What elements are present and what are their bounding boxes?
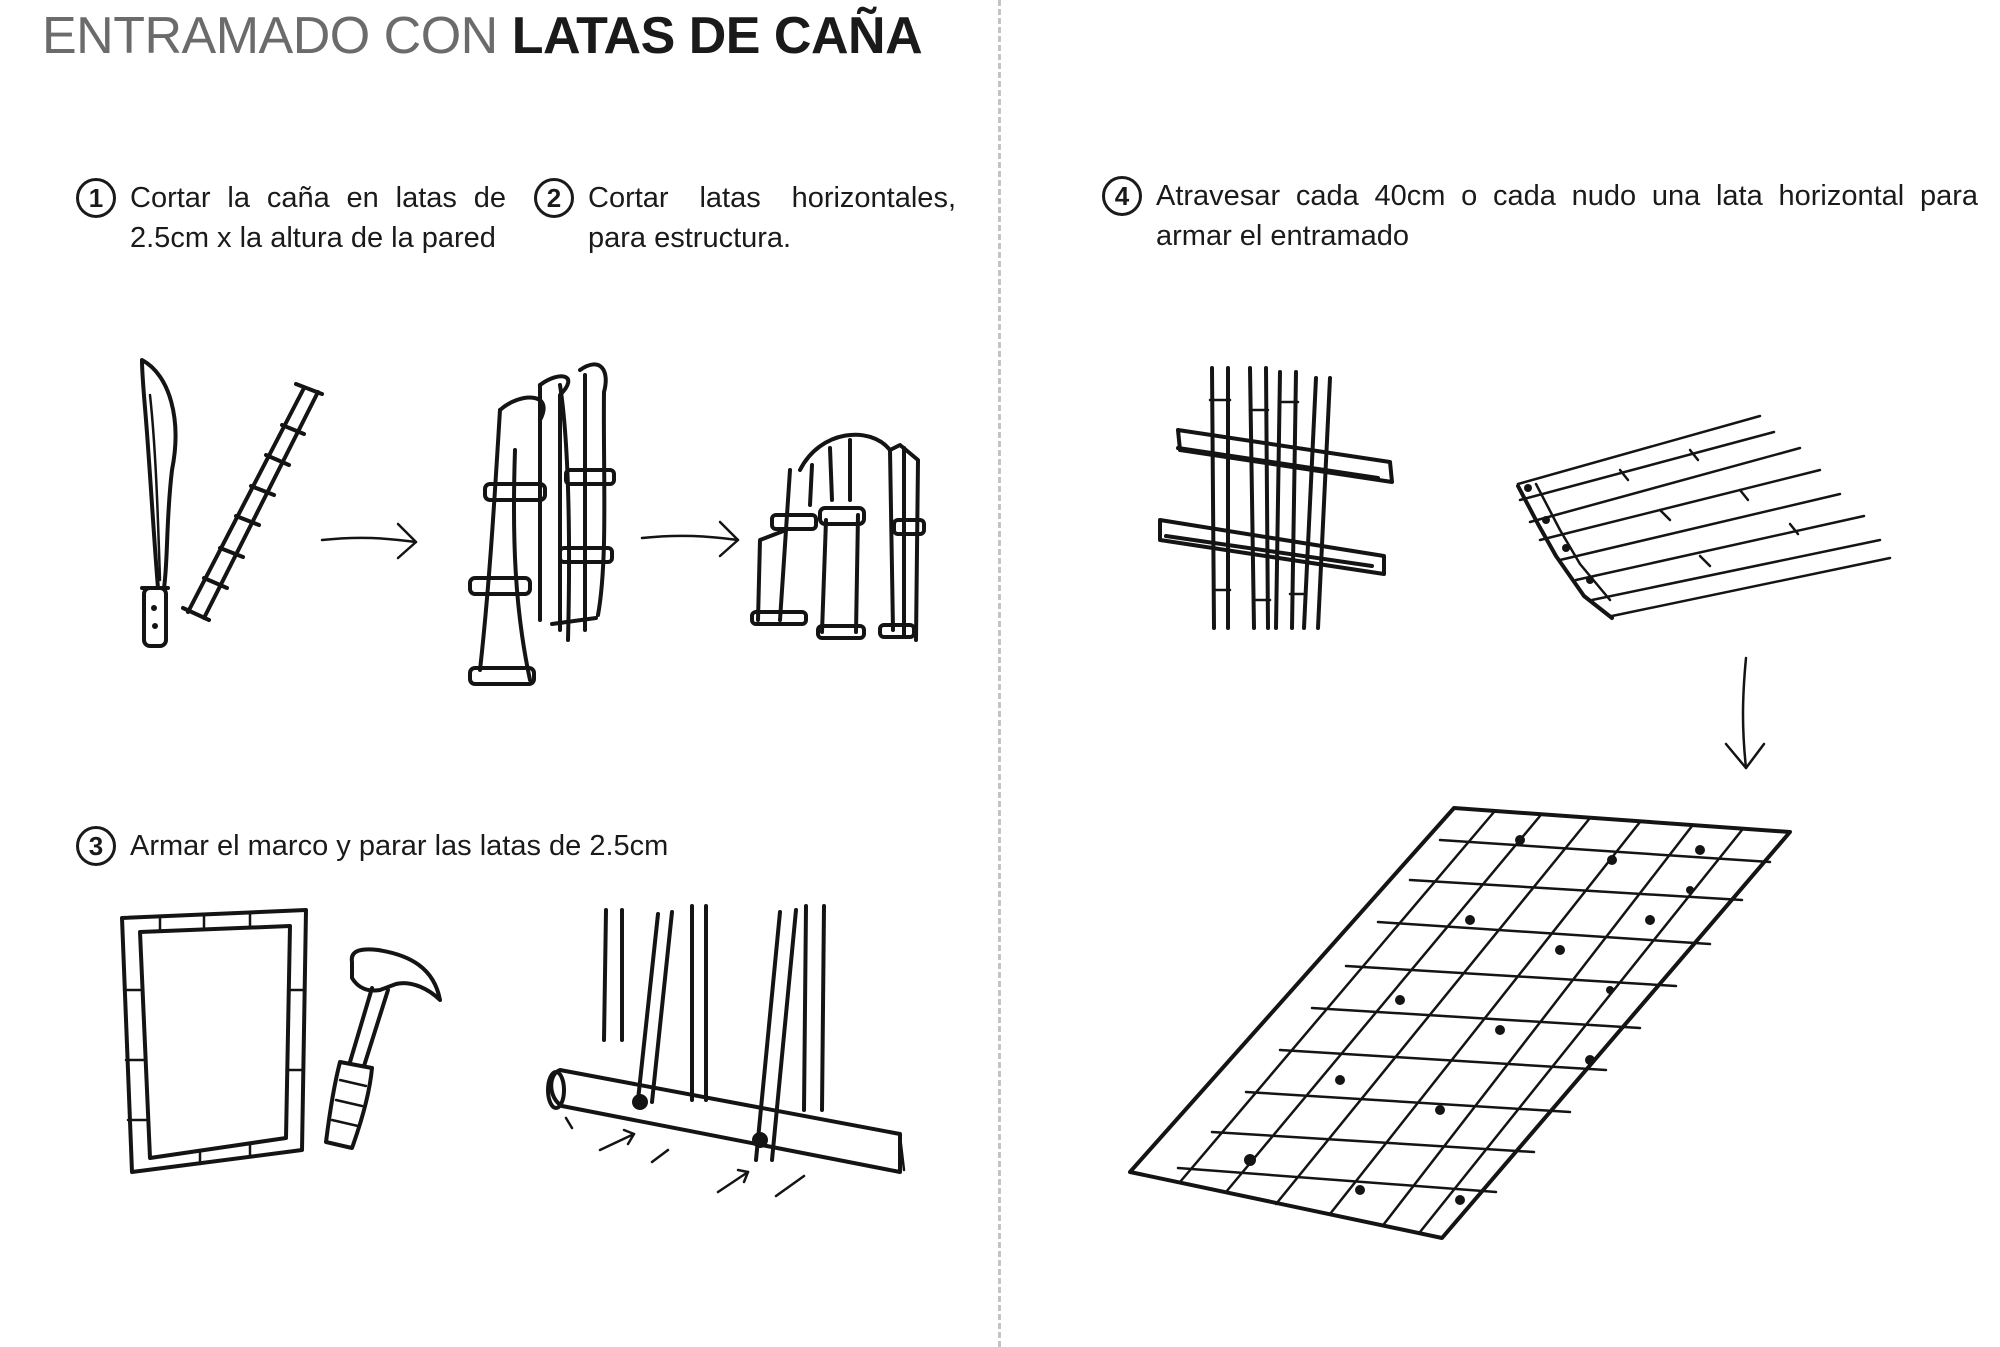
step-3-text: Armar el marco y parar las latas de 2.5c… xyxy=(130,830,669,862)
step-1-text: Cortar la caña en latas de 2.5cm x la al… xyxy=(130,182,506,254)
weave-start-icon xyxy=(1158,366,1394,630)
woven-wall-icon xyxy=(1128,806,1792,1240)
cane-slats-icon xyxy=(750,432,926,642)
slats-on-frame-icon xyxy=(546,904,906,1198)
arrow-down-icon xyxy=(1724,656,1766,770)
page-title: ENTRAMADO CON LATAS DE CAÑA xyxy=(42,6,923,66)
hammer-icon xyxy=(324,947,442,1150)
title-bold: LATAS DE CAÑA xyxy=(511,7,923,65)
step-1-number: 1 xyxy=(76,178,116,218)
step-2: 2 Cortar latas horizontales, para estruc… xyxy=(534,178,956,258)
split-cane-icon xyxy=(468,362,616,686)
weave-panel-icon xyxy=(1516,414,1892,620)
arrow-right-icon xyxy=(320,522,418,560)
step-4-number: 4 xyxy=(1102,176,1142,216)
step-2-text: Cortar latas horizontales, para estructu… xyxy=(588,182,956,254)
arrow-right-icon xyxy=(640,520,740,558)
step-3-number: 3 xyxy=(76,826,116,866)
cane-icon xyxy=(181,382,324,622)
step-3: 3 Armar el marco y parar las latas de 2.… xyxy=(76,826,776,866)
step-1: 1 Cortar la caña en latas de 2.5cm x la … xyxy=(76,178,506,258)
step-4: 4 Atravesar cada 40cm o cada nudo una la… xyxy=(1102,176,1978,256)
column-divider xyxy=(998,0,1001,1347)
machete-icon xyxy=(140,358,178,648)
title-light: ENTRAMADO CON xyxy=(42,7,512,65)
step-4-text: Atravesar cada 40cm o cada nudo una lata… xyxy=(1156,180,1978,252)
frame-icon xyxy=(120,908,308,1174)
step-2-number: 2 xyxy=(534,178,574,218)
